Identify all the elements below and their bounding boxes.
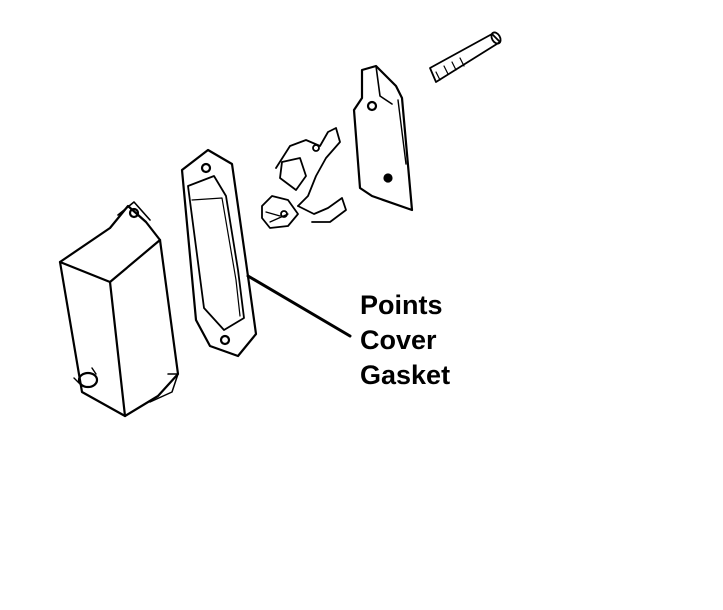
points-plate (352, 64, 414, 212)
plate-lower-hole-icon (383, 173, 393, 183)
callout-line-3: Gasket (360, 360, 451, 390)
points-cover (58, 201, 180, 418)
cover-screw-hole-icon (128, 207, 140, 219)
pin (429, 31, 502, 83)
callout-line-2: Cover (360, 325, 437, 355)
gasket-lower-hole-icon (219, 334, 231, 346)
callout-label: Points Cover Gasket (360, 288, 450, 393)
contact-points (261, 127, 347, 229)
points-cover-gasket (180, 148, 258, 358)
gasket-upper-hole-icon (200, 162, 212, 174)
plate-upper-hole-icon (366, 100, 378, 112)
callout-leader-line (246, 274, 352, 338)
callout-line-1: Points (360, 290, 443, 320)
cover-boss-icon (77, 371, 99, 389)
